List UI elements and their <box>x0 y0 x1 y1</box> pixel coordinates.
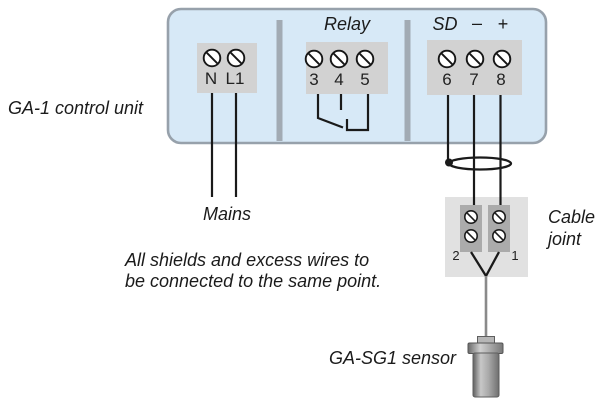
wires <box>210 93 502 206</box>
screw-icon <box>437 49 457 69</box>
plus-label: + <box>497 14 509 34</box>
sensor-body <box>467 336 504 398</box>
shield-note-line2: be connected to the same point. <box>125 271 382 291</box>
terminal-label-6: 6 <box>442 70 452 89</box>
joint-terminal-label-2: 2 <box>452 248 460 263</box>
cable-shield-loop <box>447 156 513 171</box>
shield-note-line1: All shields and excess wires to <box>125 250 370 270</box>
cable-joint-label-line1: Cable <box>548 207 596 227</box>
screw-icon <box>465 49 485 69</box>
divider-left <box>276 20 283 141</box>
divider-right <box>404 20 411 141</box>
cable-joint-label-line2: joint <box>548 229 582 249</box>
screw-icon <box>329 49 349 69</box>
screw-icon <box>491 229 507 243</box>
relay-switch-arm <box>316 94 344 129</box>
relay-terminal-block <box>306 42 388 94</box>
terminal-label-n: N <box>204 69 218 88</box>
sensor-knob <box>477 336 495 344</box>
terminal-label-5: 5 <box>360 70 370 89</box>
terminal-label-4: 4 <box>334 70 344 89</box>
shield-connection-dot <box>445 158 453 167</box>
screw-icon <box>355 49 375 69</box>
minus-label: – <box>471 13 482 33</box>
sensor-collar <box>467 342 504 354</box>
screw-icon <box>491 210 507 224</box>
screw-icon <box>463 210 479 224</box>
terminal-label-l1: L1 <box>225 69 245 88</box>
sensor-cylinder <box>472 352 500 398</box>
relay-section-label: Relay <box>323 14 371 34</box>
terminal-label-8: 8 <box>496 70 506 89</box>
terminal-label-3: 3 <box>309 70 319 89</box>
screw-icon <box>492 49 512 69</box>
relay-contact-hook <box>345 94 370 132</box>
control-unit-label: GA-1 control unit <box>8 98 144 118</box>
screw-icon <box>226 48 246 68</box>
sd-section-label: SD <box>432 14 458 34</box>
screw-icon <box>202 48 222 68</box>
sensor-label: GA-SG1 sensor <box>329 348 457 368</box>
mains-label: Mains <box>202 204 251 224</box>
cable-joint-box <box>445 197 528 277</box>
screw-icon <box>304 49 324 69</box>
screw-icon <box>463 229 479 243</box>
terminal-label-7: 7 <box>469 70 479 89</box>
joint-terminal-label-1: 1 <box>511 248 519 263</box>
